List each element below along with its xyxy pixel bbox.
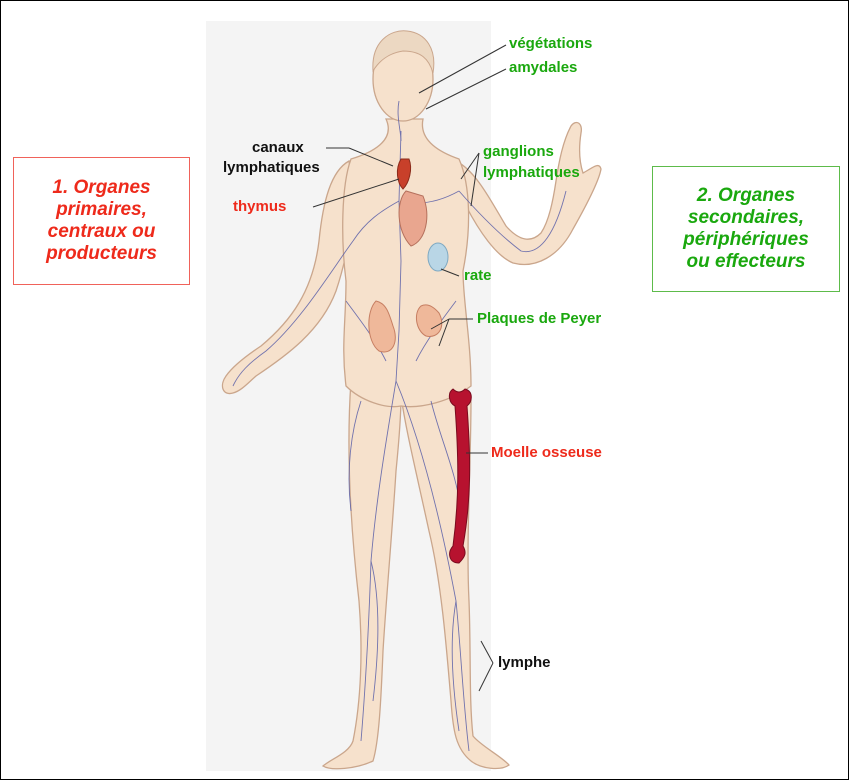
- primary-box-line-3: centraux ou: [14, 221, 189, 243]
- label-amydales: amydales: [509, 58, 577, 77]
- primary-box-line-4: producteurs: [14, 243, 189, 265]
- label-plaques-de-peyer: Plaques de Peyer: [477, 309, 601, 328]
- label-ganglions-lymphatiques: lymphatiques: [483, 163, 580, 182]
- secondary-box-line-4: ou effecteurs: [653, 251, 839, 273]
- secondary-box-line-1: 2. Organes: [653, 185, 839, 207]
- primary-box-line-2: primaires,: [14, 199, 189, 221]
- secondary-organs-box: 2. Organes secondaires, périphériques ou…: [652, 166, 840, 292]
- label-lymphe: lymphe: [498, 653, 551, 672]
- secondary-box-line-3: périphériques: [653, 229, 839, 251]
- label-vegetations: végétations: [509, 34, 592, 53]
- primary-box-line-1: 1. Organes: [14, 177, 189, 199]
- primary-organs-box: 1. Organes primaires, centraux ou produc…: [13, 157, 190, 285]
- spleen-organ: [428, 243, 448, 271]
- label-rate: rate: [464, 266, 492, 285]
- label-ganglions: ganglions: [483, 142, 554, 161]
- label-canaux: canaux: [252, 138, 304, 157]
- secondary-box-line-2: secondaires,: [653, 207, 839, 229]
- label-canaux-lymphatiques: lymphatiques: [223, 158, 320, 177]
- label-moelle-osseuse: Moelle osseuse: [491, 443, 602, 462]
- label-thymus: thymus: [233, 197, 286, 216]
